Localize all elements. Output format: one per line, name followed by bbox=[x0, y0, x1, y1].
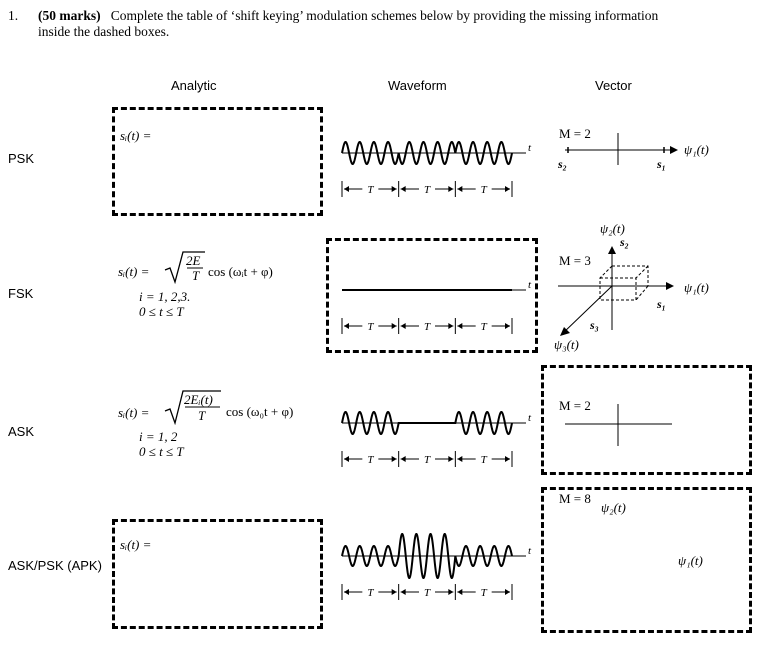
arrowhead bbox=[391, 589, 397, 595]
row-label-psk: PSK bbox=[8, 151, 35, 166]
fsk-constellation bbox=[558, 246, 674, 336]
fsk-index: i = 1, 2,3. bbox=[139, 289, 191, 304]
period-label: T bbox=[424, 321, 431, 333]
fsk-sqrt-denominator: T bbox=[192, 268, 200, 283]
arrowhead bbox=[457, 323, 463, 329]
answer-box-apk-analytic[interactable] bbox=[112, 519, 323, 629]
ask-eq-right: cos (ω₀t + φ) bbox=[226, 404, 294, 419]
apk-psi1-label: ψ₁(t) bbox=[678, 553, 703, 568]
row-label-apk: ASK/PSK (APK) bbox=[8, 558, 102, 573]
psk-m-label: M = 2 bbox=[559, 126, 591, 141]
arrowhead bbox=[391, 456, 397, 462]
arrowhead bbox=[457, 456, 463, 462]
period-label: T bbox=[481, 454, 488, 466]
arrowhead bbox=[448, 589, 454, 595]
apk-waveform: tT T T bbox=[341, 533, 532, 600]
period-label: T bbox=[424, 184, 431, 196]
period-label: T bbox=[367, 587, 374, 599]
row-label-fsk: FSK bbox=[8, 286, 34, 301]
question-text: 1. (50 marks) Complete the table of ‘shif… bbox=[8, 8, 748, 40]
period-label: T bbox=[481, 184, 488, 196]
arrowhead bbox=[344, 323, 349, 329]
fsk-psi3-label: ψ₃(t) bbox=[554, 337, 579, 352]
question-number: 1. bbox=[8, 8, 19, 23]
ask-range: 0 ≤ t ≤ T bbox=[139, 444, 184, 459]
period-label: T bbox=[367, 321, 374, 333]
arrowhead bbox=[391, 323, 397, 329]
period-label: T bbox=[367, 184, 374, 196]
fsk-s3-label: s₃ bbox=[590, 318, 599, 332]
answer-box-psk-analytic[interactable] bbox=[112, 107, 323, 216]
arrowhead bbox=[448, 456, 454, 462]
question-marks: (50 marks) bbox=[38, 8, 101, 23]
fsk-psi2-label: ψ₂(t) bbox=[600, 221, 625, 236]
ask-sqrt-sign bbox=[164, 390, 221, 425]
psk-waveform: tT T T bbox=[341, 141, 532, 197]
fsk-m-label: M = 3 bbox=[559, 253, 591, 268]
apk-m-label: M = 8 bbox=[559, 491, 591, 506]
fsk-s2-label: s₂ bbox=[620, 235, 629, 249]
arrowhead bbox=[400, 186, 406, 192]
arrowhead bbox=[391, 186, 397, 192]
arrowhead bbox=[344, 589, 349, 595]
psk-s2-label: s₂ bbox=[558, 157, 567, 171]
arrowhead bbox=[400, 589, 406, 595]
question-line-2: inside the dashed boxes. bbox=[38, 24, 170, 39]
fsk-sqrt-numerator: 2E bbox=[186, 253, 201, 268]
fsk-sqrt-sign bbox=[164, 251, 205, 284]
period-label: T bbox=[481, 587, 488, 599]
period-label: T bbox=[367, 454, 374, 466]
row-label-ask: ASK bbox=[8, 424, 35, 439]
answer-box-apk-vector[interactable] bbox=[541, 487, 752, 633]
psk-analytic-prompt: sᵢ(t) = bbox=[120, 128, 152, 143]
fsk-waveform: tT T T bbox=[341, 279, 532, 334]
fsk-eq-right: cos (ωᵢt + φ) bbox=[208, 264, 273, 279]
fsk-eq-left: sᵢ(t) = bbox=[118, 264, 150, 279]
arrowhead bbox=[448, 186, 454, 192]
period-label: T bbox=[424, 587, 431, 599]
arrowhead bbox=[400, 323, 406, 329]
apk-psi2-label: ψ₂(t) bbox=[601, 500, 626, 515]
ask-m-label: M = 2 bbox=[559, 398, 591, 413]
period-label: T bbox=[424, 454, 431, 466]
psk-s1-label: s₁ bbox=[657, 157, 666, 171]
fsk-psi1-label: ψ₁(t) bbox=[684, 280, 709, 295]
arrowhead bbox=[505, 323, 510, 329]
fsk-s1-label: s₁ bbox=[657, 297, 666, 311]
arrowhead bbox=[457, 589, 463, 595]
fsk-range: 0 ≤ t ≤ T bbox=[139, 304, 184, 319]
ask-axes bbox=[565, 404, 672, 446]
apk-analytic-prompt: sᵢ(t) = bbox=[120, 537, 152, 552]
question-line-1: Complete the table of ‘shift keying’ mod… bbox=[110, 8, 659, 23]
time-axis-label: t bbox=[528, 279, 532, 291]
arrowhead bbox=[344, 186, 349, 192]
header-waveform: Waveform bbox=[388, 78, 447, 93]
header-vector: Vector bbox=[595, 78, 632, 93]
ask-sqrt-numerator: 2Eᵢ(t) bbox=[184, 392, 213, 407]
arrowhead bbox=[400, 456, 406, 462]
arrowhead bbox=[505, 456, 510, 462]
arrowhead bbox=[505, 186, 510, 192]
arrowhead bbox=[344, 456, 349, 462]
psk-psi1-label: ψ₁(t) bbox=[684, 142, 709, 157]
ask-waveform: tT T T bbox=[341, 411, 532, 467]
ask-index: i = 1, 2 bbox=[139, 429, 178, 444]
header-analytic: Analytic bbox=[171, 78, 217, 93]
ask-sqrt-denominator: T bbox=[198, 408, 206, 423]
period-label: T bbox=[481, 321, 488, 333]
time-axis-label: t bbox=[528, 545, 532, 557]
arrowhead bbox=[457, 186, 463, 192]
psk-constellation bbox=[565, 133, 678, 165]
answer-box-fsk-waveform[interactable] bbox=[326, 238, 538, 353]
arrowhead bbox=[505, 589, 510, 595]
time-axis-label: t bbox=[528, 142, 532, 154]
answer-box-ask-vector[interactable] bbox=[541, 365, 752, 475]
arrowhead bbox=[448, 323, 454, 329]
time-axis-label: t bbox=[528, 412, 532, 424]
ask-eq-left: sᵢ(t) = bbox=[118, 405, 150, 420]
